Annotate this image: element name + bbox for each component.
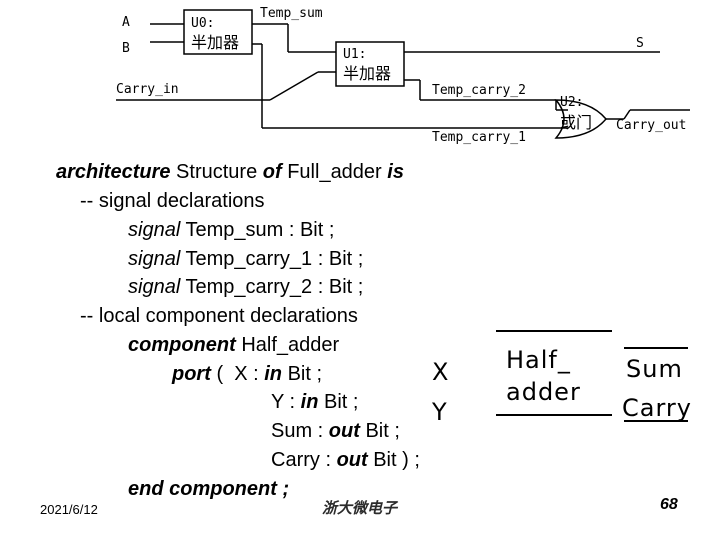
code-text: Y : (271, 391, 301, 413)
footer-date: 2021/6/12 (40, 502, 98, 517)
code-text: Bit ; (282, 363, 323, 385)
comment: -- local component declarations (80, 305, 358, 327)
page-number: 68 (660, 496, 678, 513)
u0-name: U0: (191, 16, 214, 31)
u1-name: U1: (343, 47, 366, 62)
kw-signal: signal (128, 248, 181, 270)
label-carry-out: Carry_out (616, 118, 686, 133)
code-text: Bit ; (359, 420, 400, 442)
kw-end-component: end component ; (128, 478, 290, 500)
symbol-top-line (496, 330, 612, 332)
code-line-9: Y : in Bit ; (271, 388, 358, 417)
code-line-10: Sum : out Bit ; (271, 417, 400, 446)
symbol-sum-line (624, 347, 688, 349)
kw-architecture: architecture (56, 161, 171, 183)
symbol-sum: Sum (626, 355, 683, 383)
code-text: Half_adder (235, 334, 340, 356)
code-text: Bit ) ; (367, 449, 420, 471)
code-line-8: port ( X : in Bit ; (172, 360, 322, 389)
code-text: ( X : (210, 363, 265, 385)
symbol-carry: Carry (622, 394, 692, 422)
kw-out: out (328, 420, 360, 442)
code-line-5: signal Temp_carry_2 : Bit ; (128, 273, 363, 302)
kw-port: port (172, 363, 211, 385)
code-text: Temp_sum : Bit ; (180, 219, 335, 241)
code-line-3: signal Temp_sum : Bit ; (128, 216, 334, 245)
full-adder-circuit-diagram: A B Carry_in U0: 半加器 Temp_sum U1: 半加器 S … (116, 6, 690, 145)
u1-type: 半加器 (343, 64, 391, 83)
label-b: B (122, 41, 130, 56)
kw-out: out (336, 449, 368, 471)
u0-type: 半加器 (191, 33, 239, 52)
label-temp-carry-2: Temp_carry_2 (432, 83, 526, 98)
code-line-11: Carry : out Bit ) ; (271, 446, 420, 475)
code-line-6: -- local component declarations (80, 302, 358, 331)
code-line-12: end component ; (128, 475, 289, 504)
code-text: Full_adder (281, 161, 388, 183)
code-text: Temp_carry_2 : Bit ; (180, 276, 364, 298)
label-s: S (636, 36, 644, 51)
code-line-2: -- signal declarations (80, 187, 265, 216)
code-text: Structure (170, 161, 263, 183)
code-text: Bit ; (318, 391, 359, 413)
label-temp-sum: Temp_sum (260, 6, 323, 21)
label-carry-in: Carry_in (116, 82, 179, 97)
label-a: A (122, 15, 130, 30)
u2-type: 或门 (560, 113, 592, 132)
symbol-x: X (432, 358, 450, 386)
u1-box (335, 41, 405, 87)
kw-signal: signal (128, 219, 181, 241)
code-line-1: architecture Structure of Full_adder is (56, 158, 404, 187)
code-text: Temp_carry_1 : Bit ; (180, 248, 364, 270)
code-line-7: component Half_adder (128, 331, 339, 360)
code-text: Sum : (271, 420, 329, 442)
kw-signal: signal (128, 276, 181, 298)
kw-component: component (128, 334, 236, 356)
footer-logo: 浙大微电子 (322, 499, 398, 517)
kw-of: of (262, 161, 282, 183)
code-line-4: signal Temp_carry_1 : Bit ; (128, 245, 363, 274)
symbol-y: Y (432, 398, 448, 426)
u0-box (183, 9, 253, 55)
u2-name: U2: (560, 95, 583, 110)
kw-in: in (300, 391, 319, 413)
half-adder-label-line2: adder (506, 378, 581, 406)
code-text: Carry : (271, 449, 337, 471)
u2-or-gate (554, 99, 607, 139)
kw-in: in (264, 363, 283, 385)
comment: -- signal declarations (80, 190, 265, 212)
symbol-bottom-line (496, 414, 612, 416)
half-adder-label-line1: Half_ (506, 346, 571, 374)
label-temp-carry-1: Temp_carry_1 (432, 130, 526, 145)
symbol-carry-line (624, 420, 688, 422)
kw-is: is (387, 161, 404, 183)
